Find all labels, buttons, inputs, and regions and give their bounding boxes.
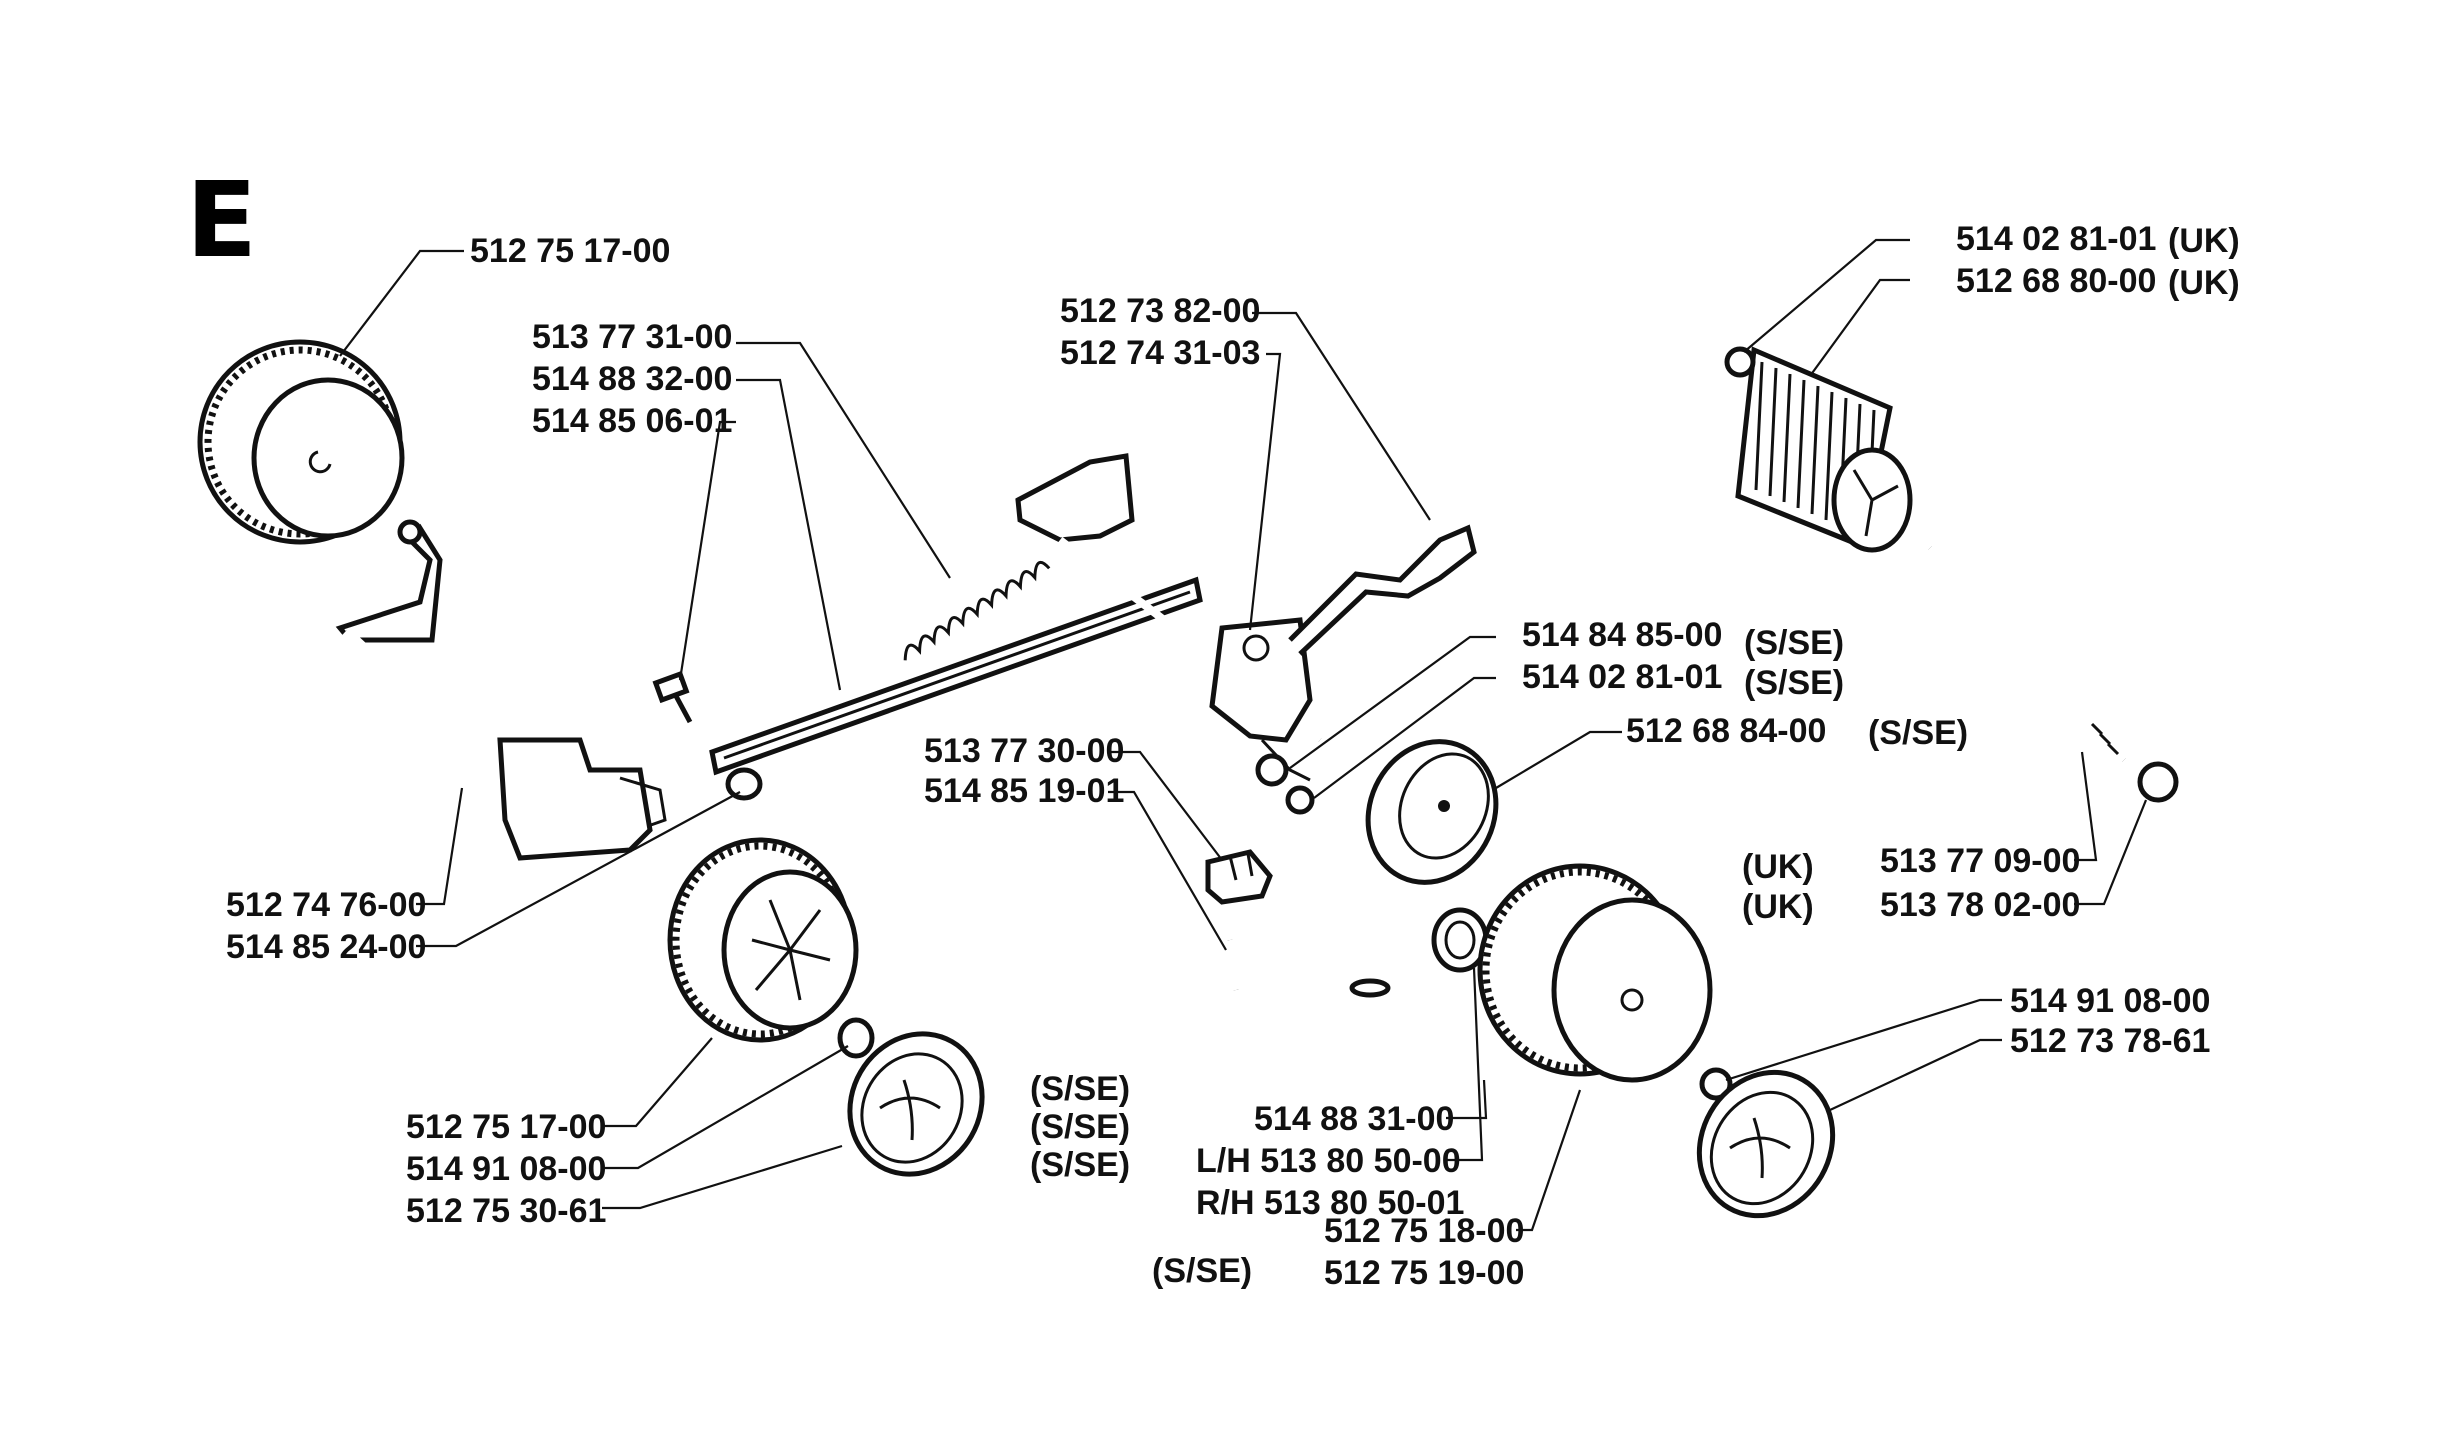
label-washer-mid: 514 88 31-00 <box>1254 1100 1454 1138</box>
hubcap-right-drawing <box>1696 1069 1836 1219</box>
leader-lines <box>339 238 2148 1232</box>
label-hubcap-sse: 512 68 84-00 <box>1626 712 1826 750</box>
label-sse-1: (S/SE) <box>1744 624 1844 662</box>
label-uk-3: (UK) <box>1742 848 1814 886</box>
label-bushing-lh: L/H 513 80 50-00 <box>1196 1142 1461 1180</box>
right-wheel-drawing <box>1477 863 1713 1083</box>
washer-right-drawing <box>1699 1067 1733 1101</box>
label-sse-4: (S/SE) <box>1030 1070 1130 1108</box>
label-nut-sse-b: 514 02 81-01 <box>1522 658 1722 696</box>
label-sse-3: (S/SE) <box>1868 714 1968 752</box>
label-wheel-right-a: 512 75 18-00 <box>1324 1212 1524 1250</box>
label-front-axle-b: 513 78 02-00 <box>1880 886 2080 924</box>
screw-drawing <box>652 670 693 724</box>
label-sse-5: (S/SE) <box>1030 1108 1130 1146</box>
label-wheel-front: 512 75 17-00 <box>406 1108 606 1146</box>
label-rear-axle: 514 88 32-00 <box>532 360 732 398</box>
roller-drawing <box>1724 346 1913 553</box>
label-washer-front: 514 91 08-00 <box>406 1150 606 1188</box>
washer-mid-drawing <box>1349 978 1391 998</box>
label-wheel-rear-left: 512 75 17-00 <box>470 232 670 270</box>
label-front-axle-a: 513 77 09-00 <box>1880 842 2080 880</box>
label-sse-7: (S/SE) <box>1152 1252 1252 1290</box>
small-screw-drawing <box>1227 939 1239 991</box>
label-sse-2: (S/SE) <box>1744 664 1844 702</box>
section-letter: E <box>186 159 257 281</box>
height-arm-drawing <box>335 519 667 861</box>
label-sse-6: (S/SE) <box>1030 1146 1130 1184</box>
hubcap-front-drawing <box>847 1031 985 1177</box>
rear-left-wheel-drawing <box>197 339 405 545</box>
clip-drawing <box>1205 849 1273 905</box>
bracket-assembly-drawing <box>1015 453 1477 782</box>
label-nut-uk: 514 02 81-01 <box>1956 220 2156 258</box>
front-axle-drawing <box>1927 545 2179 803</box>
part-labels: 512 75 17-00 513 77 31-00 514 88 32-00 5… <box>226 220 2240 1292</box>
label-clip-a: 513 77 30-00 <box>924 732 1124 770</box>
bushing-drawing <box>725 767 763 801</box>
nuts-drawing <box>1255 753 1315 815</box>
label-bushing: 514 85 24-00 <box>226 928 426 966</box>
hubcap-mid-drawing <box>1365 739 1499 885</box>
label-bracket-upper-a: 512 73 82-00 <box>1060 292 1260 330</box>
label-bracket-upper-b: 512 74 31-03 <box>1060 334 1260 372</box>
spring-drawing <box>903 560 1051 661</box>
label-washer-right: 514 91 08-00 <box>2010 982 2210 1020</box>
label-bushing-rh: R/H 513 80 50-01 <box>1196 1184 1464 1222</box>
label-height-arm: 512 74 76-00 <box>226 886 426 924</box>
rear-axle-drawing <box>709 576 1203 776</box>
label-hubcap-front: 512 75 30-61 <box>406 1192 606 1230</box>
washer-front-drawing <box>837 1017 875 1059</box>
front-wheel-drawing <box>667 837 859 1043</box>
label-uk-4: (UK) <box>1742 888 1814 926</box>
label-roller-uk: 512 68 80-00 <box>1956 262 2156 300</box>
label-uk-1: (UK) <box>2168 222 2240 260</box>
label-wheel-right-b: 512 75 19-00 <box>1324 1254 1524 1292</box>
label-spring: 513 77 31-00 <box>532 318 732 356</box>
label-screw-left: 514 85 06-01 <box>532 402 732 440</box>
label-clip-b: 514 85 19-01 <box>924 772 1124 810</box>
label-nut-sse-a: 514 84 85-00 <box>1522 616 1722 654</box>
label-uk-2: (UK) <box>2168 264 2240 302</box>
label-hubcap-right: 512 73 78-61 <box>2010 1022 2210 1060</box>
